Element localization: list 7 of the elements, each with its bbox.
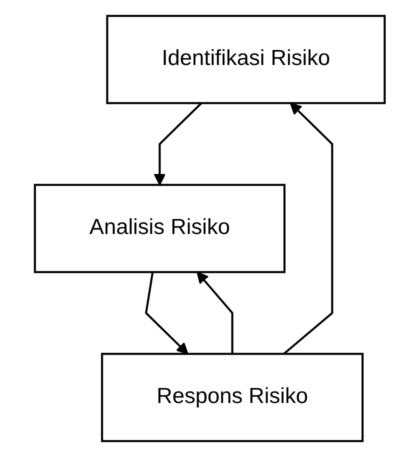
node-box: Respons Risiko: [101, 352, 364, 442]
arrow: [283, 102, 334, 355]
arrow: [154, 102, 202, 186]
arrow: [196, 272, 234, 354]
arrow: [145, 272, 189, 354]
node-box: Identifikasi Risiko: [106, 14, 386, 104]
node-box: Analisis Risiko: [34, 184, 286, 274]
